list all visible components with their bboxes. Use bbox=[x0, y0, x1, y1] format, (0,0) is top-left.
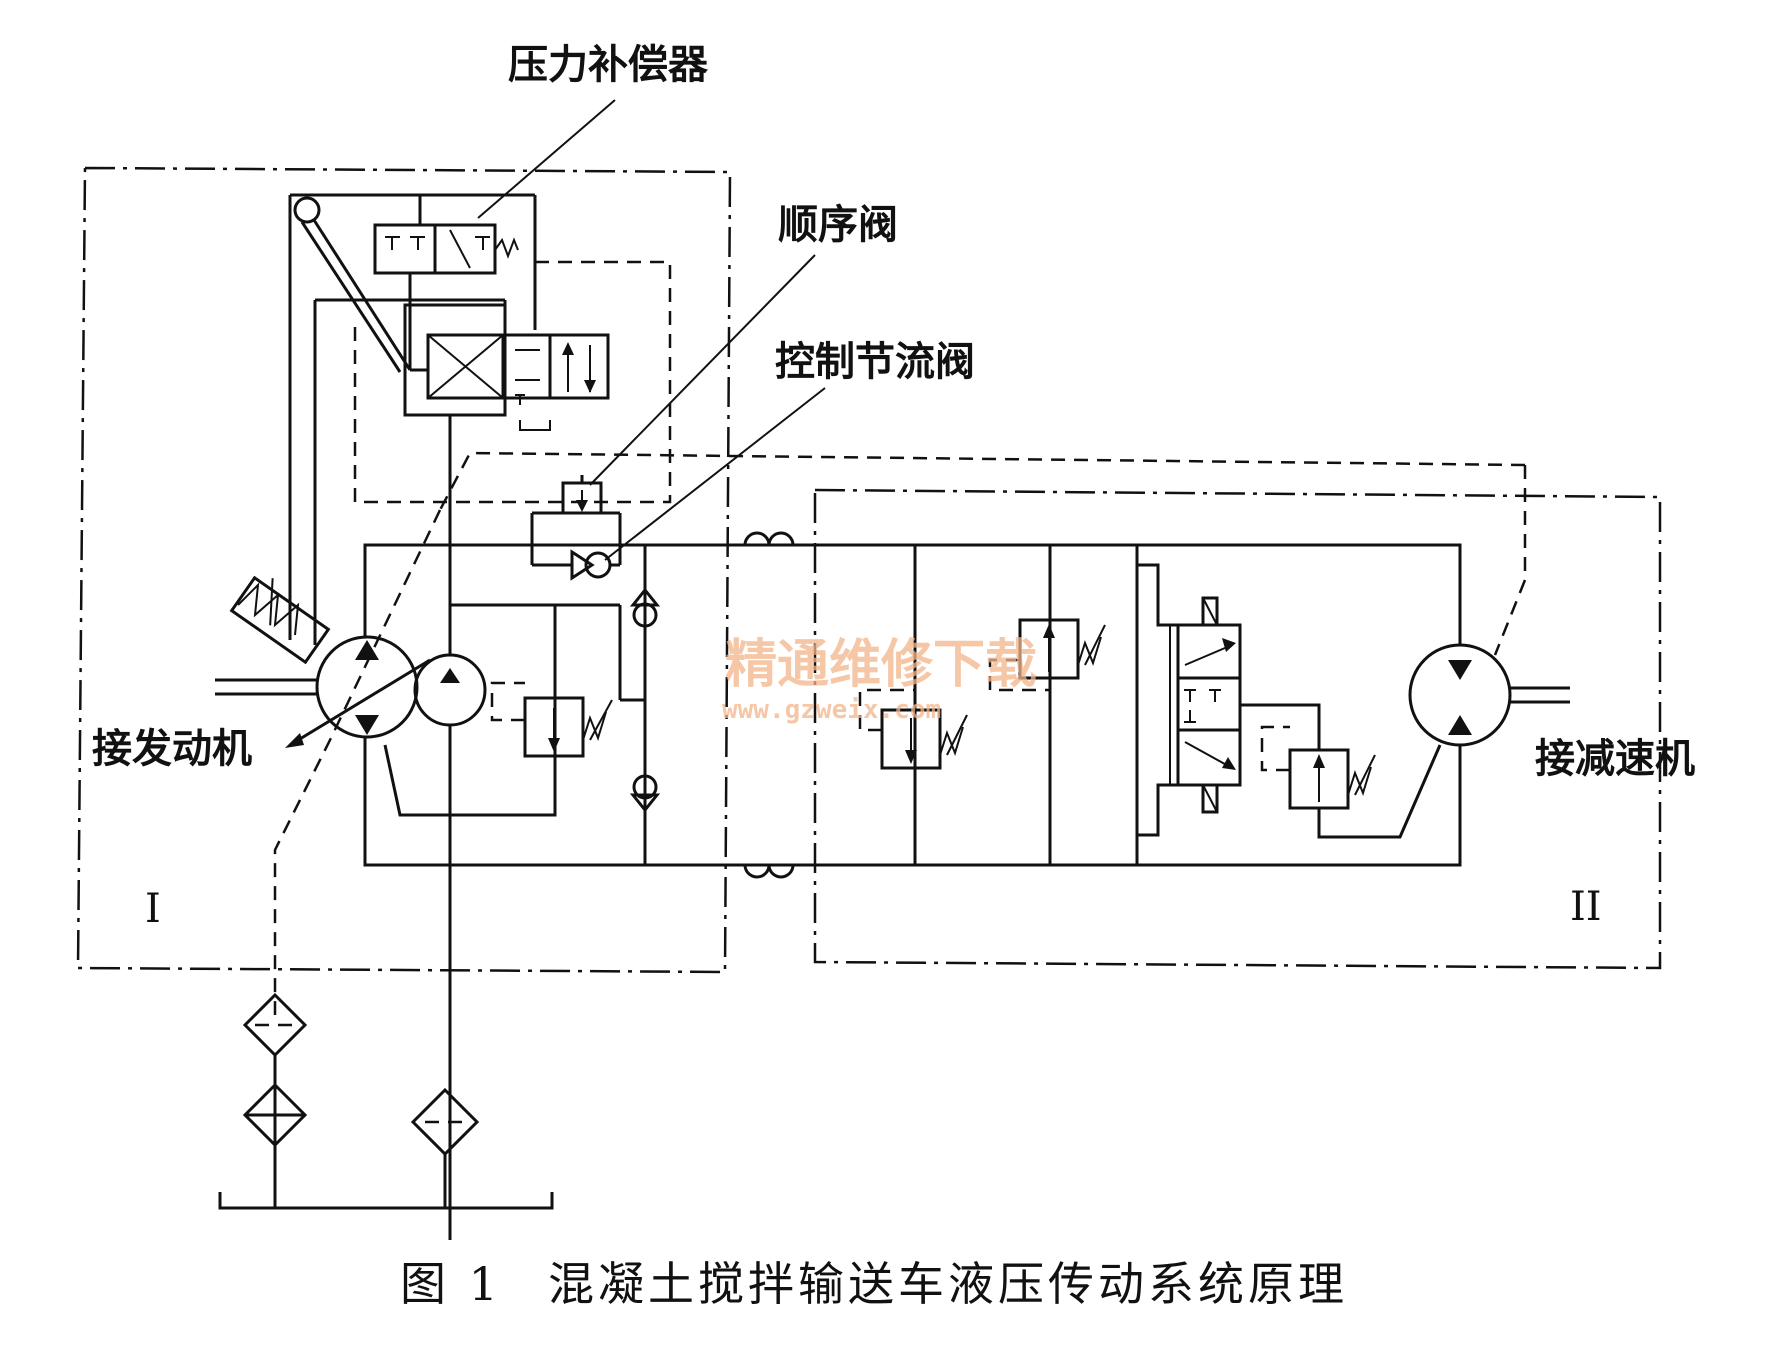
leader-lines bbox=[477, 99, 826, 561]
check-valve-upper bbox=[629, 587, 661, 628]
figure-title: 混凝土搅拌输送车液压传动系统原理 bbox=[548, 1257, 1348, 1311]
label-to-reducer: 接减速机 bbox=[1535, 736, 1695, 782]
label-to-engine: 接发动机 bbox=[92, 726, 252, 772]
control-throttle-valve bbox=[532, 549, 620, 581]
directional-control-valve bbox=[315, 273, 610, 431]
cooler bbox=[242, 1082, 308, 1148]
watermark-text: 精通维修下载 bbox=[725, 635, 1037, 695]
relief-valve-low bbox=[858, 688, 968, 770]
label-sequence-valve: 顺序阀 bbox=[778, 202, 898, 248]
zone-two-boundary bbox=[813, 488, 1662, 970]
main-circuit-left bbox=[363, 415, 815, 1240]
sequence-valve bbox=[530, 475, 622, 565]
zone-one-boundary bbox=[76, 166, 732, 974]
engine-shaft bbox=[215, 575, 331, 696]
hydraulic-motor bbox=[1408, 643, 1570, 747]
flushing-relief-valve bbox=[1260, 703, 1442, 839]
line-crossovers bbox=[743, 531, 795, 879]
label-zone-one: I bbox=[145, 886, 161, 932]
watermark-url: www.gzweix.com bbox=[722, 695, 941, 725]
pilot-lines bbox=[273, 260, 1527, 1015]
relief-valve-high bbox=[988, 618, 1106, 692]
swash-plate-lever bbox=[288, 195, 412, 645]
figure-number: 图 1 bbox=[400, 1257, 502, 1311]
flushing-shuttle-valve bbox=[1137, 563, 1260, 837]
charge-relief-valve bbox=[490, 681, 613, 758]
label-control-throttle-valve: 控制节流阀 bbox=[775, 339, 975, 385]
check-valve-lower bbox=[629, 774, 661, 813]
pump-actuator-spring bbox=[237, 582, 300, 636]
label-pressure-compensator: 压力补偿器 bbox=[508, 42, 709, 88]
variable-main-pump bbox=[285, 635, 431, 748]
filter-suction bbox=[410, 1087, 480, 1208]
charge-pump bbox=[413, 653, 487, 727]
main-circuit-right bbox=[815, 543, 1462, 867]
oil-tank bbox=[218, 1192, 554, 1210]
label-zone-two: II bbox=[1570, 884, 1602, 930]
